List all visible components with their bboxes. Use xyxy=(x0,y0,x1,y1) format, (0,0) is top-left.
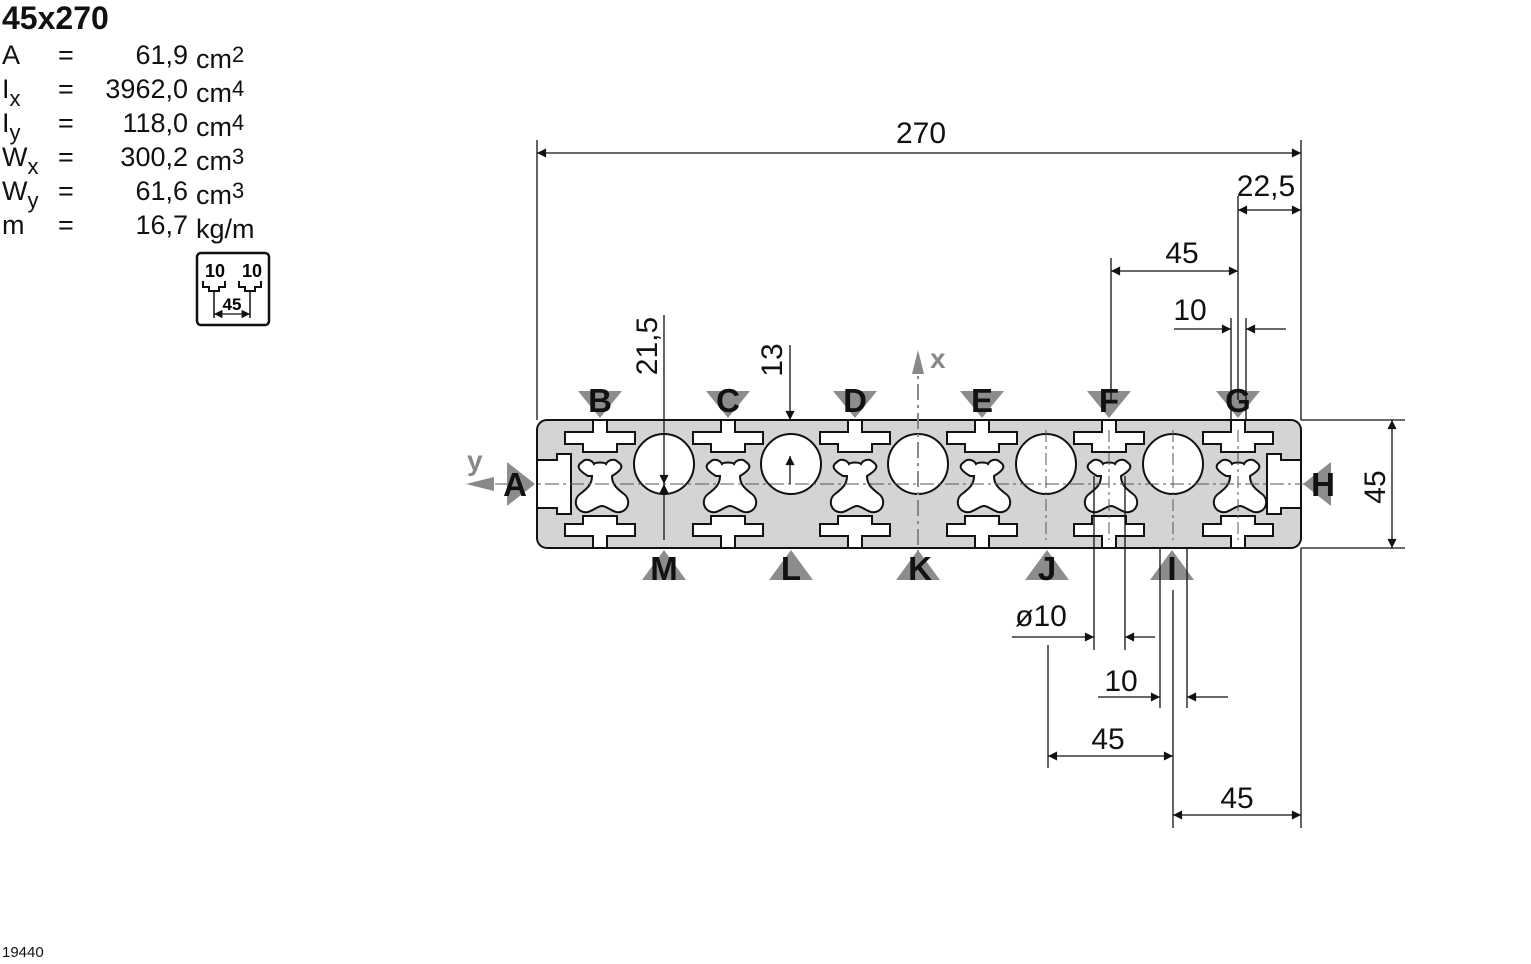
property-unit: cm4 xyxy=(196,110,245,142)
slot-label-j: J xyxy=(1038,550,1056,587)
dim-slot-pitch-top: 45 xyxy=(1165,237,1198,270)
property-value: 300,2 xyxy=(120,142,188,172)
dim-height-13: 13 xyxy=(756,343,789,376)
bottom-t-slot xyxy=(819,515,891,549)
property-row: Wx = 300,2 cm3 xyxy=(2,140,292,179)
dim-bore-diameter: ø10 xyxy=(1015,600,1067,633)
property-row: Ix = 3962,0 cm4 xyxy=(2,72,292,111)
property-value: 61,9 xyxy=(135,40,188,70)
property-unit: kg/m xyxy=(196,214,255,244)
slot-labels: B C D E F G M L K J I A H xyxy=(503,382,1335,587)
slot-label-d: D xyxy=(843,382,867,419)
slot-label-a: A xyxy=(503,466,527,503)
profile-title: 45x270 xyxy=(2,0,109,36)
property-equals: = xyxy=(58,108,74,138)
axis-y: y xyxy=(466,445,494,491)
property-row: Wy = 61,6 cm3 xyxy=(2,174,292,213)
property-equals: = xyxy=(58,74,74,104)
property-unit: cm3 xyxy=(196,178,245,210)
slot-marker-top xyxy=(578,391,622,418)
property-value: 16,7 xyxy=(135,210,188,240)
slot-markers xyxy=(507,391,1331,580)
slot-label-b: B xyxy=(588,382,612,419)
slot-label-h: H xyxy=(1311,466,1335,503)
top-t-slot xyxy=(692,419,764,453)
badge-right-label: 10 xyxy=(242,261,262,281)
slot-label-i: I xyxy=(1167,550,1176,587)
property-symbol: Ix xyxy=(2,74,21,111)
property-equals: = xyxy=(58,142,74,172)
slot-marker-bottom xyxy=(769,550,813,580)
dim-edge-offset: 22,5 xyxy=(1237,170,1295,203)
axis-y-label: y xyxy=(467,445,483,476)
property-symbol: m xyxy=(2,210,25,240)
slot-marker-top xyxy=(833,391,877,418)
slot-label-k: K xyxy=(908,550,932,587)
property-value: 61,6 xyxy=(135,176,188,206)
slot-label-f: F xyxy=(1099,382,1119,419)
inner-chamber xyxy=(829,458,885,514)
dim-pitch-bottom-inner: 45 xyxy=(1091,723,1124,756)
core-bore xyxy=(760,433,822,495)
slot-marker-bottom xyxy=(1025,550,1069,580)
slot-label-l: L xyxy=(781,550,801,587)
dim-height-21-5: 21,5 xyxy=(631,317,664,375)
axis-x-label: x xyxy=(930,343,946,374)
slot-badge-icon: 10 10 45 xyxy=(195,251,271,327)
property-row: Iy = 118,0 cm4 xyxy=(2,106,292,145)
bottom-t-slot xyxy=(564,515,636,549)
slot-marker-top xyxy=(1087,391,1131,418)
slot-marker-bottom xyxy=(896,550,940,580)
property-symbol: Wx xyxy=(2,142,39,179)
property-unit: cm4 xyxy=(196,76,245,108)
slot-marker-top xyxy=(960,391,1004,418)
drawing-number: 19440 xyxy=(2,944,44,961)
dim-slot-width-bottom: 10 xyxy=(1104,665,1137,698)
dim-profile-height: 45 xyxy=(1359,470,1392,503)
slot-label-c: C xyxy=(716,382,740,419)
slot-marker-right xyxy=(1303,462,1331,506)
inner-chamber xyxy=(702,458,758,514)
property-value: 3962,0 xyxy=(105,74,188,104)
property-symbol: Wy xyxy=(2,176,39,213)
property-symbol: A xyxy=(2,40,21,70)
bottom-t-slot xyxy=(692,515,764,549)
top-t-slot xyxy=(946,419,1018,453)
badge-spacing-label: 45 xyxy=(223,295,242,314)
dim-overall-width: 270 xyxy=(896,117,946,150)
badge-left-label: 10 xyxy=(205,261,225,281)
dim-slot-width-top: 10 xyxy=(1173,294,1206,327)
property-symbol: Iy xyxy=(2,108,21,145)
slot-marker-bottom xyxy=(642,550,686,580)
slot-marker-top xyxy=(1216,391,1260,418)
property-row: A = 61,9 cm2 xyxy=(2,38,292,74)
slot-marker-left xyxy=(507,462,535,506)
property-equals: = xyxy=(58,40,74,70)
property-unit: cm2 xyxy=(196,42,245,74)
dimension-lines xyxy=(536,140,1405,828)
property-unit: cm3 xyxy=(196,144,245,176)
property-equals: = xyxy=(58,176,74,206)
slot-label-e: E xyxy=(971,382,993,419)
dimension-texts: 270 22,5 45 10 21,5 13 45 ø10 10 45 45 xyxy=(631,117,1392,815)
inner-chamber xyxy=(1212,458,1268,514)
axis-x: x xyxy=(912,343,946,580)
slot-marker-bottom xyxy=(1150,550,1194,580)
slot-marker-top xyxy=(706,391,750,418)
profile-cross-section xyxy=(470,419,1320,549)
top-t-slot xyxy=(819,419,891,453)
property-value: 118,0 xyxy=(122,108,188,138)
property-equals: = xyxy=(58,210,74,240)
top-t-slot xyxy=(564,419,636,453)
inner-chamber xyxy=(574,458,630,514)
property-row: m = 16,7 kg/m xyxy=(2,208,292,244)
dim-pitch-bottom-outer: 45 xyxy=(1220,782,1253,815)
bottom-t-slot xyxy=(946,515,1018,549)
slot-label-m: M xyxy=(650,550,678,587)
inner-chamber xyxy=(956,458,1012,514)
